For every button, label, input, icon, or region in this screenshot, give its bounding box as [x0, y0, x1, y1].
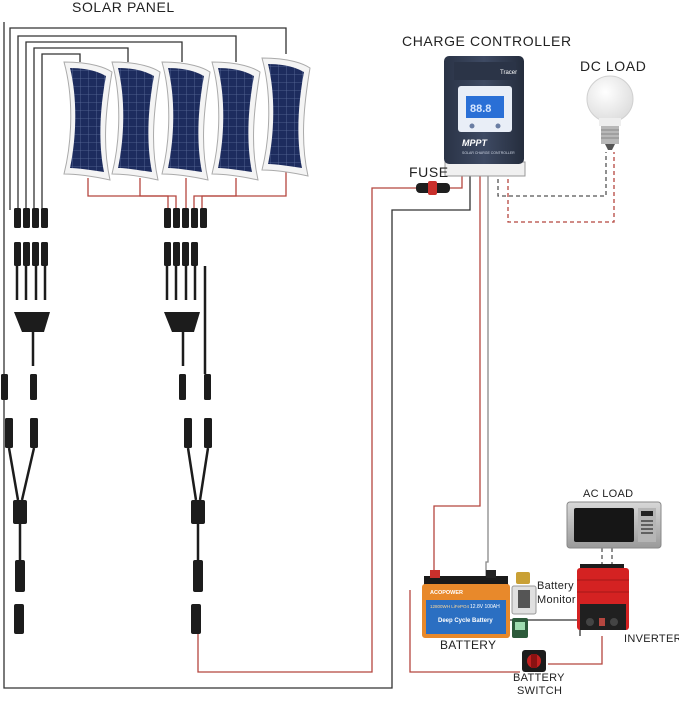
- mc4-connector: [200, 208, 207, 228]
- mc4-connector: [191, 242, 198, 266]
- positive-main-wire: [197, 187, 418, 673]
- battery-label: BATTERY: [440, 638, 497, 652]
- inverter: [577, 564, 629, 630]
- fuse-label: FUSE: [409, 164, 449, 180]
- battery-switch-wire: [409, 590, 520, 673]
- solar-panel-5: [261, 57, 311, 177]
- charge-controller-label: CHARGE CONTROLLER: [402, 33, 572, 49]
- battery-name-text: Deep Cycle Battery: [438, 618, 493, 624]
- wires: [3, 22, 615, 689]
- battery-chemistry-text: 12800WH LiFePO4: [430, 604, 470, 609]
- controller-button: [495, 123, 501, 129]
- battery-switch-label-line1: BATTERY: [513, 672, 565, 684]
- mc4-connector: [32, 242, 39, 266]
- fuse-holder: [416, 181, 450, 195]
- mc4-connector: [191, 604, 201, 634]
- positive-wire-panel-4: [193, 178, 237, 210]
- battery-brand-text: ACOPOWER: [430, 590, 463, 596]
- mc4-connector: [14, 208, 21, 228]
- controller-battery-positive: [433, 172, 481, 576]
- negative-main-wire: [3, 22, 471, 689]
- mc4-connector: [173, 208, 180, 228]
- mc4-connector: [5, 418, 13, 448]
- mc4-connector: [41, 208, 48, 228]
- mc4-connector: [182, 208, 189, 228]
- dc-load-label: DC LOAD: [580, 58, 647, 74]
- positive-wire-panel-5: [201, 172, 287, 210]
- mc4-connector: [164, 242, 171, 266]
- y-combiner: [191, 500, 205, 524]
- negative-wire-panel-3: [25, 41, 183, 210]
- mc4-connector: [41, 242, 48, 266]
- fuse-to-controller-wire: [448, 172, 463, 189]
- mc4-connector: [182, 242, 189, 266]
- ac-load-label: AC LOAD: [583, 488, 634, 500]
- positive-wire-panel-2: [139, 178, 177, 210]
- mc4-connector: [184, 418, 192, 448]
- branch-cable: [181, 266, 207, 374]
- mc4-connector: [204, 374, 211, 400]
- negative-wire-panel-2: [17, 35, 237, 210]
- solar-panel-4: [211, 61, 261, 181]
- left-branch-connectors: [1, 208, 50, 634]
- solar-panel-1: [63, 61, 113, 181]
- branch-cable: [165, 266, 197, 300]
- solar-panel-label: SOLAR PANEL: [72, 0, 175, 15]
- negative-wire-panel-4: [33, 47, 129, 210]
- mc4-connector: [191, 208, 198, 228]
- mc4-connector: [30, 374, 37, 400]
- battery-switch-label-line2: SWITCH: [517, 685, 563, 697]
- mc4-connector: [204, 418, 212, 448]
- controller-subtitle-text: SOLAR CHARGE CONTROLLER: [462, 151, 515, 155]
- branch-cable: [7, 447, 36, 501]
- mc4-connector: [179, 374, 186, 400]
- right-branch-connectors: [164, 208, 212, 634]
- battery-monitor-label-line1: Battery: [537, 580, 574, 592]
- branch-cable: [186, 447, 210, 501]
- svg-text:88.8: 88.8: [470, 103, 491, 115]
- dc-load-wire-2: [507, 152, 615, 223]
- mc4-connector: [23, 242, 30, 266]
- branch-cable: [15, 266, 47, 300]
- branch-combiner: [164, 312, 200, 332]
- mc4-connector: [30, 418, 38, 448]
- branch-combiner: [14, 312, 50, 332]
- battery-monitor-label-line2: Monitor: [537, 594, 576, 606]
- switch-inverter-wire: [548, 636, 603, 665]
- microwave: [566, 501, 662, 549]
- mc4-connector: [15, 560, 25, 592]
- mc4-connector: [173, 242, 180, 266]
- dc-load-wire-1: [497, 152, 607, 197]
- y-combiner: [13, 500, 27, 524]
- mc4-connector: [1, 374, 8, 400]
- mc4-connector: [164, 208, 171, 228]
- mc4-connector: [14, 604, 24, 634]
- controller-button: [469, 123, 475, 129]
- controller-type-text: MPPT: [462, 138, 489, 148]
- mc4-connector: [193, 560, 203, 592]
- solar-panel-3: [161, 61, 211, 181]
- inverter-label: INVERTER: [624, 633, 679, 645]
- controller-lcd: [466, 96, 504, 118]
- positive-wire-panel-1: [87, 178, 169, 210]
- battery-spec-text: 12.8V 100AH: [470, 604, 500, 610]
- battery-switch: [522, 650, 546, 672]
- negative-wire-panel-1: [9, 27, 287, 210]
- solar-panel-array: [63, 57, 311, 181]
- mc4-connector: [14, 242, 21, 266]
- negative-wire-panel-5: [41, 53, 81, 210]
- mc4-connector: [32, 208, 39, 228]
- mc4-connector: [23, 208, 30, 228]
- solar-panel-2: [111, 61, 161, 181]
- battery-monitor: [511, 572, 537, 638]
- light-bulb: [586, 75, 634, 150]
- controller-brand-text: Tracer: [500, 70, 517, 76]
- battery: ACOPOWER 12.8V 100AH 12800WH LiFePO4 Dee…: [422, 570, 510, 638]
- charge-controller: Tracer 88.8 MPPT SOLAR CHARGE CONTROLLER: [444, 56, 526, 177]
- controller-battery-negative: [485, 172, 489, 578]
